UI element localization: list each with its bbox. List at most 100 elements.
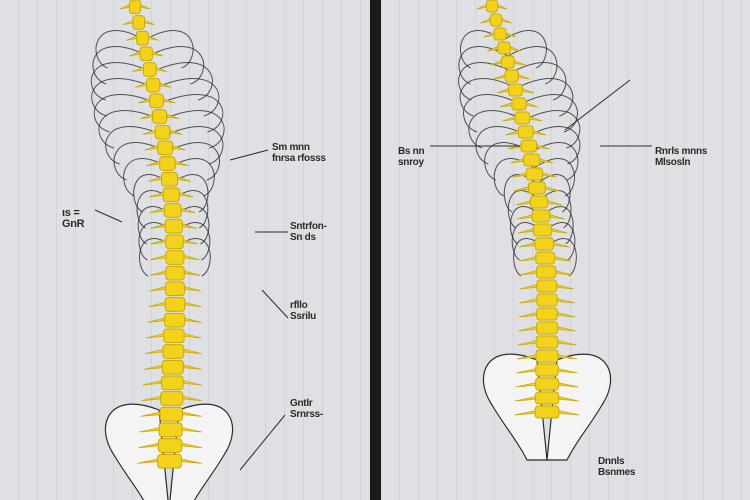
label-line: Gntlr (290, 398, 313, 409)
rib-right (527, 126, 581, 165)
vertebra (534, 405, 560, 419)
vertebra (132, 15, 146, 30)
vertebra (142, 62, 157, 77)
rib-right (531, 142, 579, 181)
vertebra (535, 335, 559, 349)
vertebra (129, 0, 141, 15)
vertebra (497, 41, 511, 55)
vertebra (489, 13, 503, 27)
vertebra (152, 109, 168, 124)
vertebra (486, 0, 498, 13)
vertebra (165, 250, 185, 265)
label-line: Ssrilu (290, 311, 316, 322)
vertebra (136, 30, 149, 46)
rib-right (512, 62, 567, 101)
vertebra (157, 438, 183, 453)
rib-right (168, 158, 215, 197)
vertebra (139, 46, 153, 62)
rib-right (520, 94, 578, 133)
label-line: Sntrfon- (290, 221, 327, 232)
rib-right (524, 110, 581, 149)
vertebra (149, 93, 164, 109)
vertebra (535, 349, 559, 363)
vertebra (517, 125, 534, 139)
vertebra (535, 251, 556, 265)
label-line: Bsnmes (598, 467, 636, 478)
vertebra (162, 344, 185, 359)
vertebra (157, 140, 174, 156)
vertebra (493, 27, 507, 41)
vertebra (162, 187, 180, 203)
vertebra (529, 195, 549, 209)
rib-left (90, 62, 153, 101)
vertebra (160, 391, 184, 406)
vertebra (159, 406, 183, 422)
label-line: Rnrls mnns (655, 146, 708, 157)
rib-right (507, 46, 558, 85)
rib-left (468, 110, 525, 149)
rib-right (144, 30, 194, 69)
rib-left (92, 46, 149, 85)
vertebra (161, 375, 184, 391)
label-line: Bs nn (398, 146, 425, 157)
vertebra (535, 377, 559, 391)
label-line: Sn ds (290, 232, 316, 243)
rib-left (459, 78, 517, 117)
vertebra (535, 363, 559, 377)
rib-right (172, 190, 209, 229)
panel-divider (370, 0, 381, 500)
vertebra (531, 209, 551, 223)
rib-right (170, 174, 209, 213)
vertebra (534, 237, 554, 251)
pelvis-left (482, 353, 548, 461)
label-line: ιs = (62, 207, 80, 219)
leader-line (229, 149, 269, 161)
rib-right (155, 78, 220, 117)
leader-line (261, 289, 289, 319)
vertebra (146, 77, 161, 93)
vertebra (536, 293, 558, 307)
vertebra (535, 265, 557, 279)
rib-left (105, 126, 165, 165)
vertebra (163, 203, 182, 218)
vertebra (534, 391, 560, 405)
rib-left (93, 94, 159, 133)
vertebra (157, 453, 182, 469)
vertebra (159, 156, 176, 171)
vertebra (525, 167, 544, 181)
vertebra (165, 234, 184, 250)
left-label-2: ιs =GnR (62, 207, 85, 230)
vertebra (164, 312, 185, 328)
vertebra (511, 97, 527, 111)
vertebra (527, 181, 546, 195)
vertebra (536, 279, 558, 293)
pelvis-right (546, 353, 612, 461)
rib-right (543, 222, 576, 261)
vertebra (504, 69, 519, 83)
leader-line (239, 414, 286, 471)
label-line: Mlsosln (655, 157, 691, 168)
vertebra (164, 297, 186, 312)
vertebra (536, 307, 558, 321)
vertebra (514, 111, 531, 125)
label-line: Dnnls (598, 456, 625, 467)
label-line: GnR (62, 218, 85, 230)
rib-left (463, 94, 521, 133)
vertebra (533, 223, 553, 237)
rib-left (475, 126, 529, 165)
rib-right (158, 94, 224, 133)
rib-right (503, 30, 547, 69)
rib-right (148, 46, 205, 85)
label-line: rfllo (290, 300, 308, 311)
vertebra (165, 265, 185, 281)
vertebra (535, 321, 559, 335)
rib-left (123, 158, 170, 197)
rib-left (91, 78, 156, 117)
rib-left (484, 142, 532, 181)
rib-right (164, 126, 224, 165)
label-line: fnrsa rfosss (272, 153, 326, 164)
